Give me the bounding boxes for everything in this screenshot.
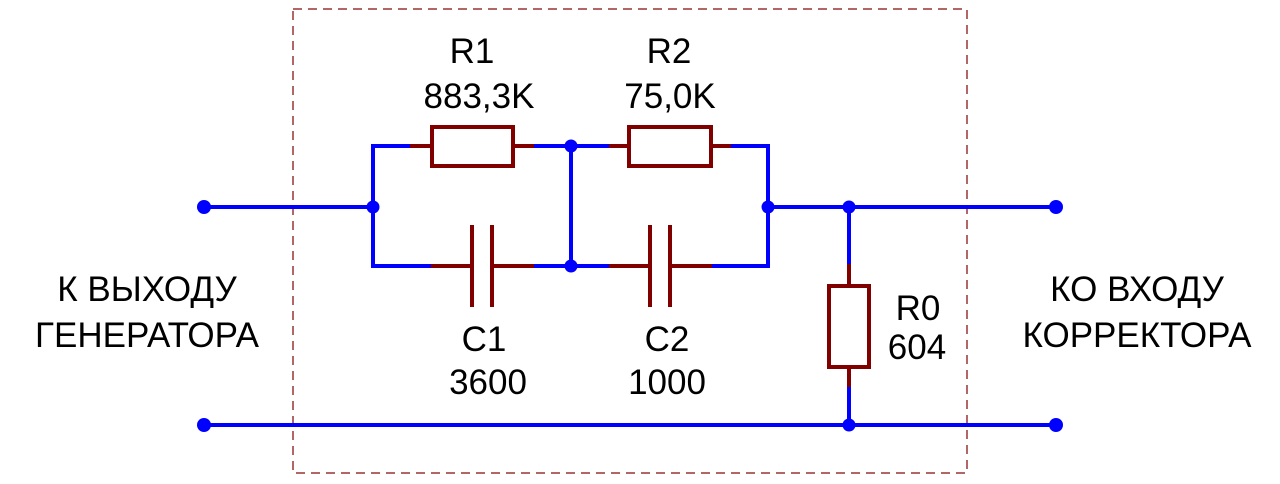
r0-body [827, 284, 871, 369]
output-label-line1: КО ВХОДУ [1050, 270, 1224, 309]
wires [202, 144, 1058, 427]
junction-node-b [761, 200, 775, 214]
terminal-input-bottom[interactable] [197, 418, 211, 432]
r2-value: 75,0K [624, 77, 715, 116]
terminal-output-bottom[interactable] [1049, 418, 1063, 432]
resistor-r1[interactable] [410, 125, 534, 168]
c2-value: 1000 [628, 363, 706, 402]
resistor-r0[interactable] [827, 264, 871, 387]
terminal-input-top[interactable] [197, 200, 211, 214]
r1-designator: R1 [450, 32, 495, 71]
junction-mid-bottom [564, 259, 578, 273]
input-label-line1: К ВЫХОДУ [57, 270, 237, 309]
junction-r0-top [842, 200, 856, 214]
r0-designator: R0 [896, 289, 941, 328]
junction-mid-top [564, 139, 578, 153]
r1-value: 883,3K [424, 77, 535, 116]
c1-value: 3600 [449, 363, 527, 402]
c1-designator: C1 [462, 320, 507, 359]
junction-node-a [366, 200, 380, 214]
junction-r0-bottom [842, 418, 856, 432]
module-frame [292, 8, 968, 474]
c2-designator: C2 [645, 320, 690, 359]
r2-body [627, 125, 713, 168]
r1-body [430, 125, 515, 168]
terminal-output-top[interactable] [1049, 200, 1063, 214]
r0-value: 604 [888, 328, 946, 367]
resistor-r2[interactable] [609, 125, 731, 168]
capacitor-c2[interactable] [609, 225, 712, 307]
capacitor-c1[interactable] [431, 225, 534, 307]
r2-designator: R2 [647, 32, 692, 71]
output-label-line2: КОРРЕКТОРА [1022, 316, 1252, 355]
input-label-line2: ГЕНЕРАТОРА [35, 316, 260, 355]
